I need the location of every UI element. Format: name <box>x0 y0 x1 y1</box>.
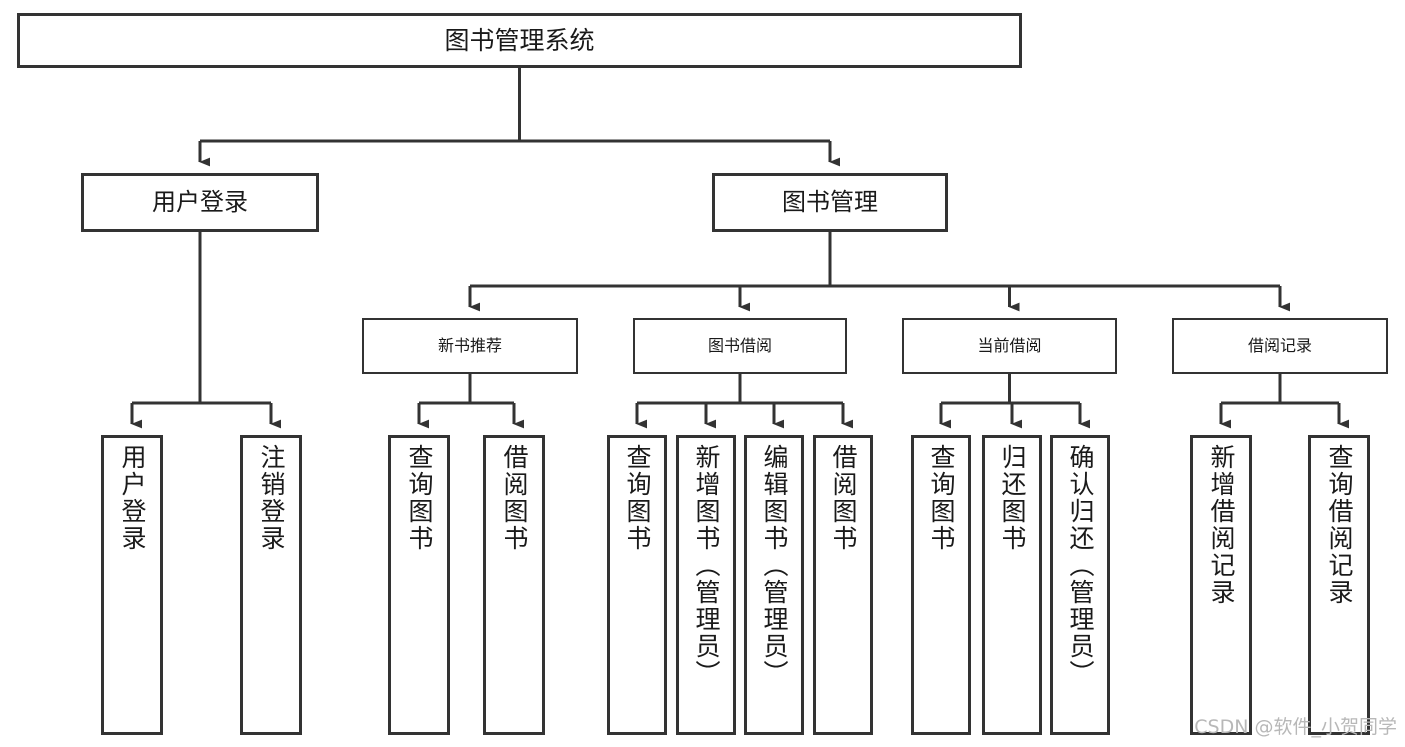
node-leaf-borrow-book-2[interactable]: 借阅图书 <box>813 435 873 735</box>
node-book-manage[interactable]: 图书管理 <box>712 173 948 232</box>
node-label-leaf-add-record: 新增借阅记录 <box>1207 444 1236 606</box>
node-leaf-edit-book[interactable]: 编辑图书（管理员） <box>744 435 804 735</box>
node-leaf-user-login[interactable]: 用户登录 <box>101 435 163 735</box>
node-user-login[interactable]: 用户登录 <box>81 173 319 232</box>
node-current-borrow[interactable]: 当前借阅 <box>902 318 1117 374</box>
node-leaf-query-book-3[interactable]: 查询图书 <box>911 435 971 735</box>
node-label-user-login: 用户登录 <box>152 188 248 217</box>
node-label-new-book-recommend: 新书推荐 <box>437 336 502 356</box>
node-leaf-add-record[interactable]: 新增借阅记录 <box>1190 435 1252 735</box>
node-label-book-borrow: 图书借阅 <box>707 336 772 356</box>
node-leaf-query-record[interactable]: 查询借阅记录 <box>1308 435 1370 735</box>
node-root[interactable]: 图书管理系统 <box>17 13 1022 68</box>
node-label-leaf-query-record: 查询借阅记录 <box>1325 444 1354 606</box>
node-book-borrow[interactable]: 图书借阅 <box>633 318 847 374</box>
node-borrow-record[interactable]: 借阅记录 <box>1172 318 1388 374</box>
node-label-leaf-user-login: 用户登录 <box>118 444 147 552</box>
node-label-current-borrow: 当前借阅 <box>977 336 1042 356</box>
node-label-leaf-borrow-book-2: 借阅图书 <box>829 444 858 552</box>
node-leaf-logout[interactable]: 注销登录 <box>240 435 302 735</box>
node-label-root: 图书管理系统 <box>444 25 595 55</box>
node-leaf-query-book-2[interactable]: 查询图书 <box>607 435 667 735</box>
node-label-borrow-record: 借阅记录 <box>1247 336 1312 356</box>
node-label-leaf-borrow-book-1: 借阅图书 <box>500 444 529 552</box>
node-new-book-recommend[interactable]: 新书推荐 <box>362 318 578 374</box>
node-label-leaf-return-book: 归还图书 <box>998 444 1027 552</box>
node-leaf-query-book-1[interactable]: 查询图书 <box>388 435 450 735</box>
node-label-leaf-edit-book: 编辑图书（管理员） <box>760 444 789 687</box>
node-label-leaf-query-book-1: 查询图书 <box>405 444 434 552</box>
node-label-leaf-logout: 注销登录 <box>257 444 286 552</box>
node-leaf-confirm-return[interactable]: 确认归还（管理员） <box>1050 435 1110 735</box>
node-leaf-borrow-book-1[interactable]: 借阅图书 <box>483 435 545 735</box>
node-label-leaf-add-book: 新增图书（管理员） <box>692 444 721 687</box>
node-label-leaf-query-book-2: 查询图书 <box>623 444 652 552</box>
node-label-book-manage: 图书管理 <box>782 188 878 217</box>
node-label-leaf-query-book-3: 查询图书 <box>927 444 956 552</box>
node-leaf-add-book[interactable]: 新增图书（管理员） <box>676 435 736 735</box>
node-label-leaf-confirm-return: 确认归还（管理员） <box>1066 444 1095 687</box>
node-leaf-return-book[interactable]: 归还图书 <box>982 435 1042 735</box>
